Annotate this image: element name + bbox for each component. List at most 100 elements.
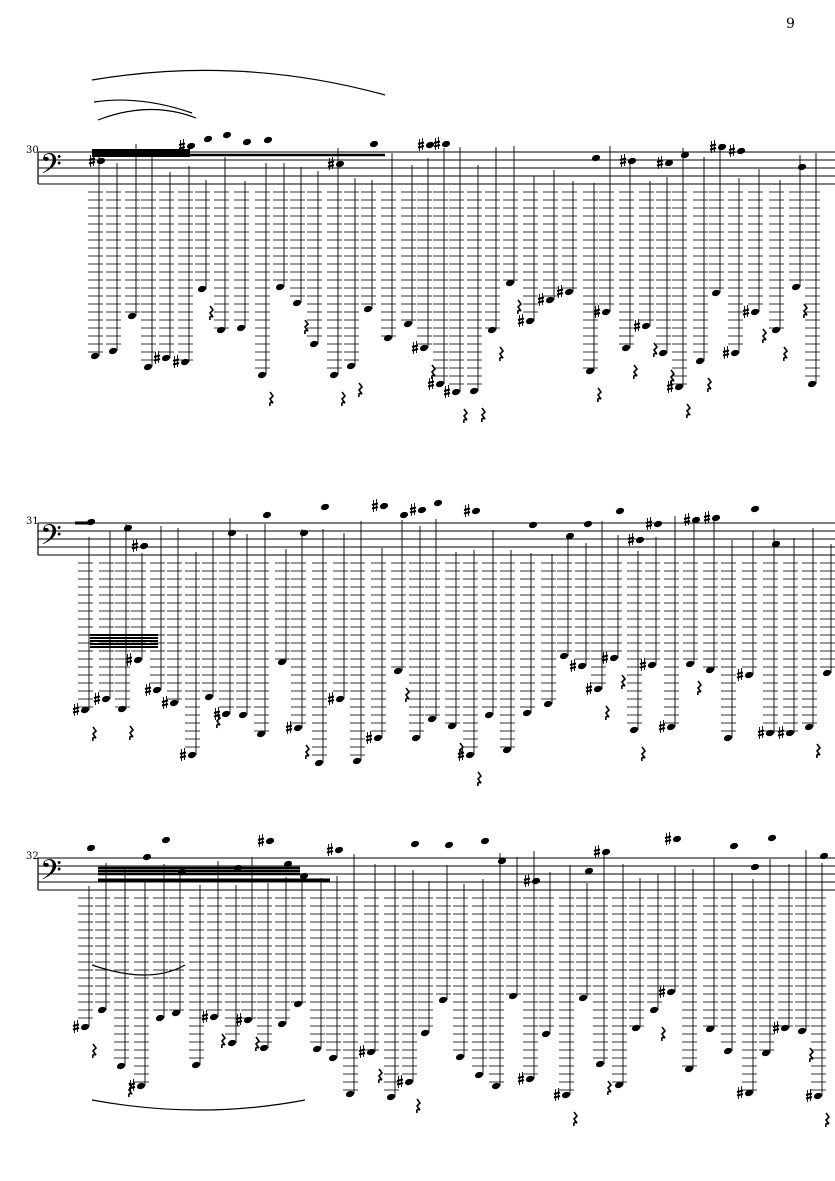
sharp-bar — [627, 540, 635, 544]
note-head — [259, 1044, 269, 1052]
sharp-bar — [569, 666, 577, 670]
note-head — [761, 1049, 771, 1057]
note-head — [723, 734, 733, 742]
upper-note-head — [222, 131, 232, 139]
upper-note-head — [161, 836, 171, 844]
sharp-sign — [777, 726, 785, 739]
sharp-sign — [409, 503, 417, 516]
note-head — [484, 711, 494, 719]
note-head — [705, 666, 715, 674]
note-head — [309, 340, 319, 348]
note-head — [187, 751, 197, 759]
sharp-bar — [805, 1092, 813, 1096]
note-head — [525, 317, 535, 325]
quarter-rest — [254, 1036, 261, 1052]
sharp-sign — [161, 696, 169, 709]
sharp-sign — [633, 319, 641, 332]
page-number: 9 — [786, 16, 795, 32]
upper-note-head — [299, 529, 309, 537]
quarter-rest — [215, 713, 222, 729]
note-head — [561, 1091, 571, 1099]
note-head — [383, 334, 393, 342]
note-head — [419, 344, 429, 352]
note-head — [601, 308, 611, 316]
note-head — [807, 380, 817, 388]
sharp-bar — [517, 1079, 525, 1083]
quarter-rest — [208, 305, 215, 321]
note-head — [451, 388, 461, 396]
note-head — [465, 751, 475, 759]
sharp-sign — [805, 1089, 813, 1102]
upper-note-head — [653, 520, 663, 528]
sharp-bar — [709, 147, 717, 151]
sharp-bar — [178, 142, 186, 146]
note-head — [257, 371, 267, 379]
upper-note-head — [242, 138, 252, 146]
quarter-rest — [802, 303, 809, 319]
note-head — [152, 686, 162, 694]
upper-note-head — [265, 837, 275, 845]
note-head — [221, 710, 231, 718]
sharp-bar — [633, 322, 641, 326]
sharp-sign — [627, 533, 635, 546]
sharp-bar — [327, 164, 335, 168]
sharp-bar — [72, 1023, 80, 1027]
sharp-sign — [285, 721, 293, 734]
quarter-rest — [304, 744, 311, 760]
bass-clef-icon: 𝄢 — [40, 519, 62, 559]
sharp-bar — [433, 140, 441, 144]
sharp-bar — [144, 690, 152, 694]
note-head — [593, 685, 603, 693]
sharp-bar — [805, 1096, 813, 1100]
sharp-sign — [658, 720, 666, 733]
note-head — [666, 723, 676, 731]
sharp-bar — [411, 344, 419, 348]
sharp-bar — [93, 695, 101, 699]
note-head — [293, 724, 303, 732]
note-head — [822, 669, 832, 677]
note-head — [293, 1000, 303, 1008]
upper-note-head — [441, 140, 451, 148]
note-head — [771, 326, 781, 334]
sharp-bar — [235, 1020, 243, 1024]
upper-note-head — [819, 852, 829, 860]
quarter-rest — [696, 680, 703, 696]
sharp-bar — [593, 852, 601, 856]
measure-number-30: 30 — [26, 145, 39, 156]
note-head — [227, 1039, 237, 1047]
quarter-rest — [572, 1111, 579, 1127]
sharp-sign — [656, 156, 664, 169]
upper-note-head — [433, 499, 443, 507]
sharp-bar — [537, 296, 545, 300]
sharp-bar — [172, 358, 180, 362]
sharp-sign — [645, 517, 653, 530]
sharp-sign — [722, 346, 730, 359]
note-head — [101, 695, 111, 703]
sharp-sign — [179, 748, 187, 761]
note-head — [90, 352, 100, 360]
note-head — [744, 1089, 754, 1097]
sharp-sign — [172, 355, 180, 368]
upper-note-head — [320, 503, 330, 511]
sharp-bar — [128, 1082, 136, 1086]
quarter-rest — [415, 1098, 422, 1114]
upper-note-head — [736, 147, 746, 155]
sharp-sign — [327, 692, 335, 705]
note-head — [386, 1093, 396, 1101]
sharp-sign — [523, 874, 531, 887]
note-head — [730, 349, 740, 357]
sharp-sign — [537, 293, 545, 306]
sharp-sign — [585, 682, 593, 695]
note-head — [277, 1020, 287, 1028]
note-head — [804, 723, 814, 731]
sharp-bar — [161, 699, 169, 703]
upper-note-head — [123, 524, 133, 532]
note-head — [335, 695, 345, 703]
note-head — [744, 671, 754, 679]
sharp-bar — [556, 292, 564, 296]
note-head — [243, 1016, 253, 1024]
quarter-rest — [808, 1047, 815, 1063]
sharp-bar — [553, 1091, 561, 1095]
sharp-bar — [593, 312, 601, 316]
